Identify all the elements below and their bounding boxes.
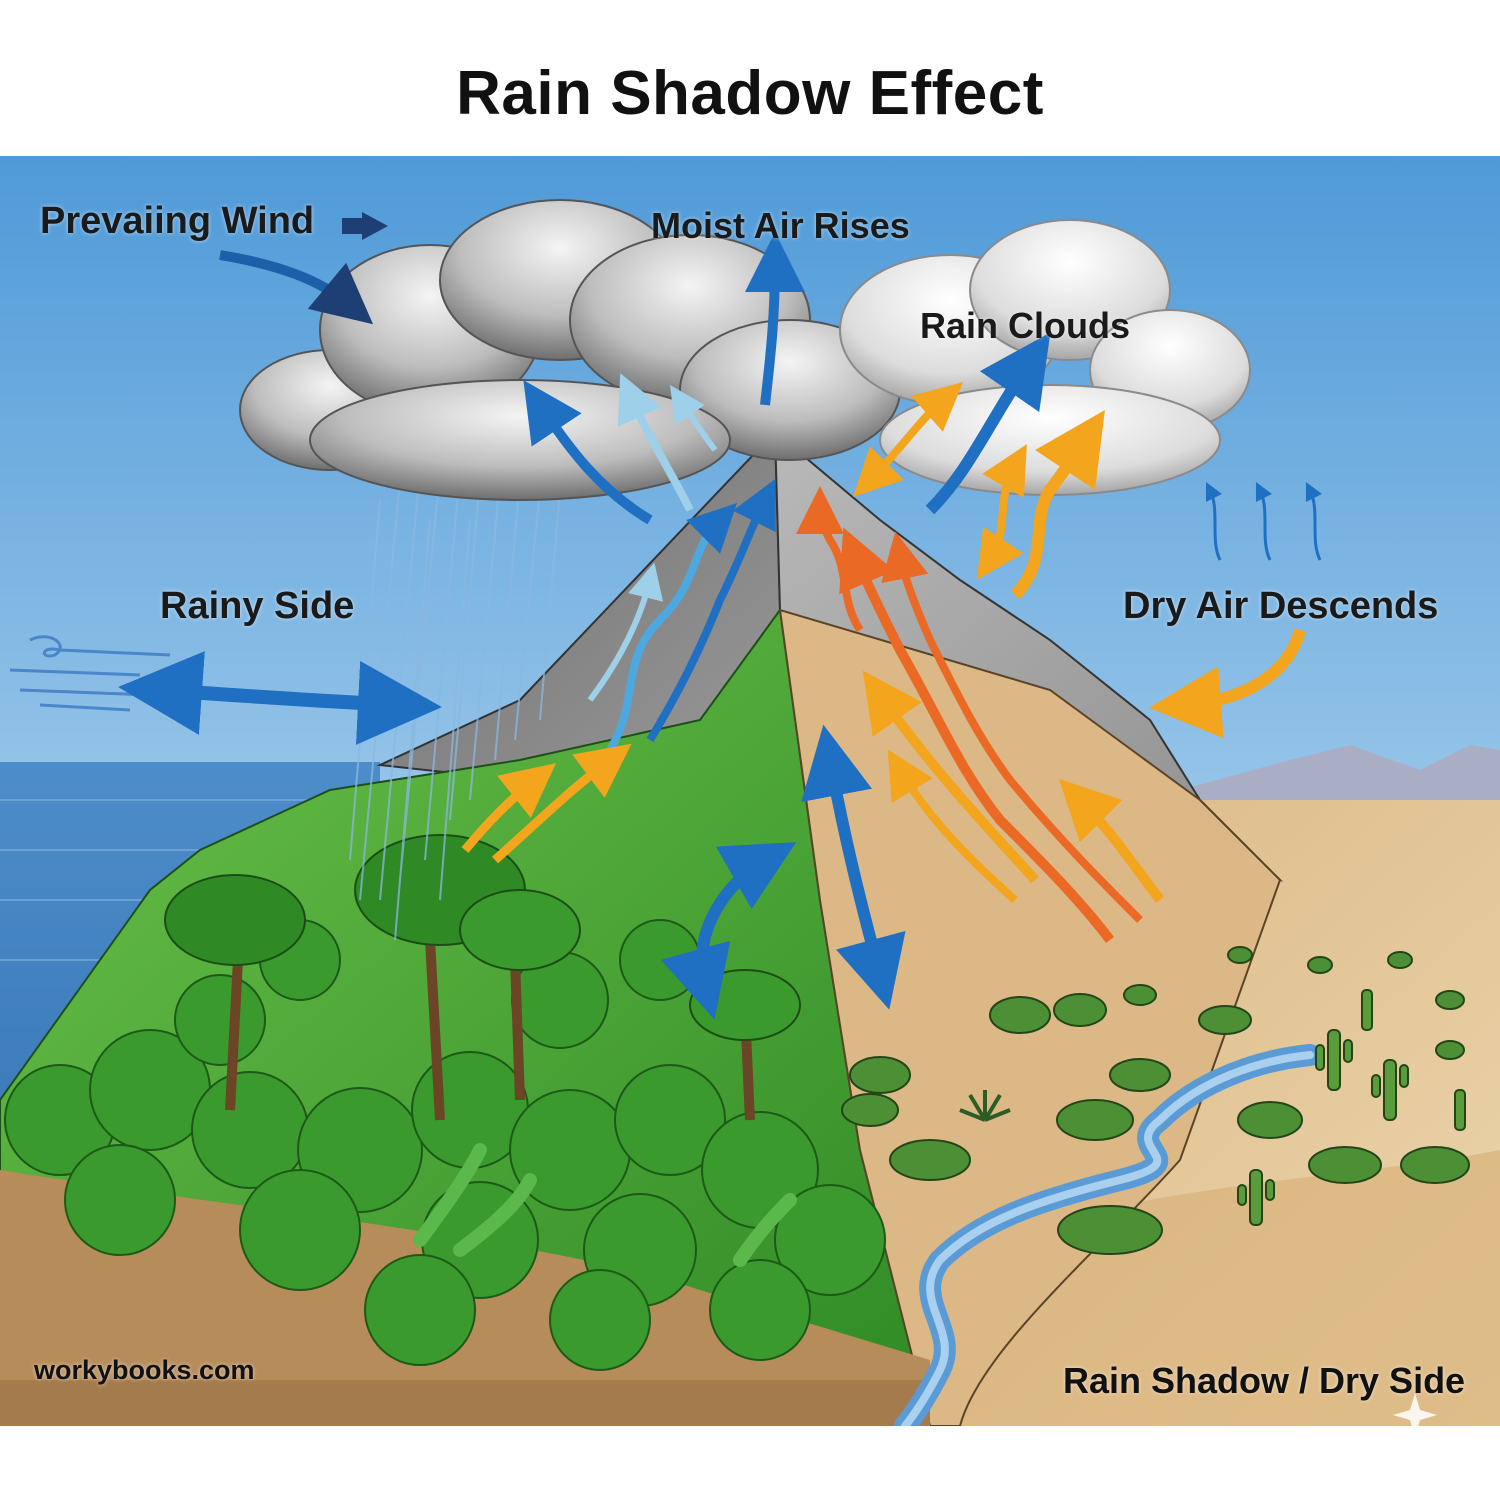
- upslope-blue-arrows: [587, 478, 776, 753]
- desert-shrubs: [841, 946, 1470, 1255]
- rainy-side-arrow: [118, 651, 442, 745]
- rain-clouds-label: Rain Clouds: [920, 305, 1131, 346]
- moist-air-rises-label: Moist Air Rises: [651, 205, 910, 246]
- rainy-side-label: Rainy Side: [160, 585, 355, 627]
- forest-loop-arrow: [660, 842, 797, 1020]
- agave-plant: [959, 1090, 1011, 1122]
- credit-text: workybooks.com: [34, 1355, 255, 1385]
- wind-curve-arrow: [219, 250, 374, 325]
- prevailing-wind-label: Prevaiing Wind: [40, 200, 315, 242]
- dry-air-descends-label: Dry Air Descends: [1123, 585, 1439, 627]
- thin-rising-arrows: [1205, 481, 1323, 561]
- leeward-warm-arrows: [796, 382, 1165, 944]
- rain-shadow-label: Rain Shadow / Dry Side: [1063, 1360, 1466, 1401]
- sparkle-icon: [1393, 1393, 1437, 1426]
- dry-air-descends-arrow: [1149, 628, 1306, 739]
- prevailing-wind-arrow: [342, 212, 388, 240]
- moist-air-arrow: [744, 232, 805, 406]
- diagram-title: Rain Shadow Effect: [456, 59, 1044, 128]
- leeward-blue-arrow: [801, 724, 906, 1010]
- cacti: [1237, 989, 1466, 1226]
- scene-illustration: [0, 156, 1500, 1426]
